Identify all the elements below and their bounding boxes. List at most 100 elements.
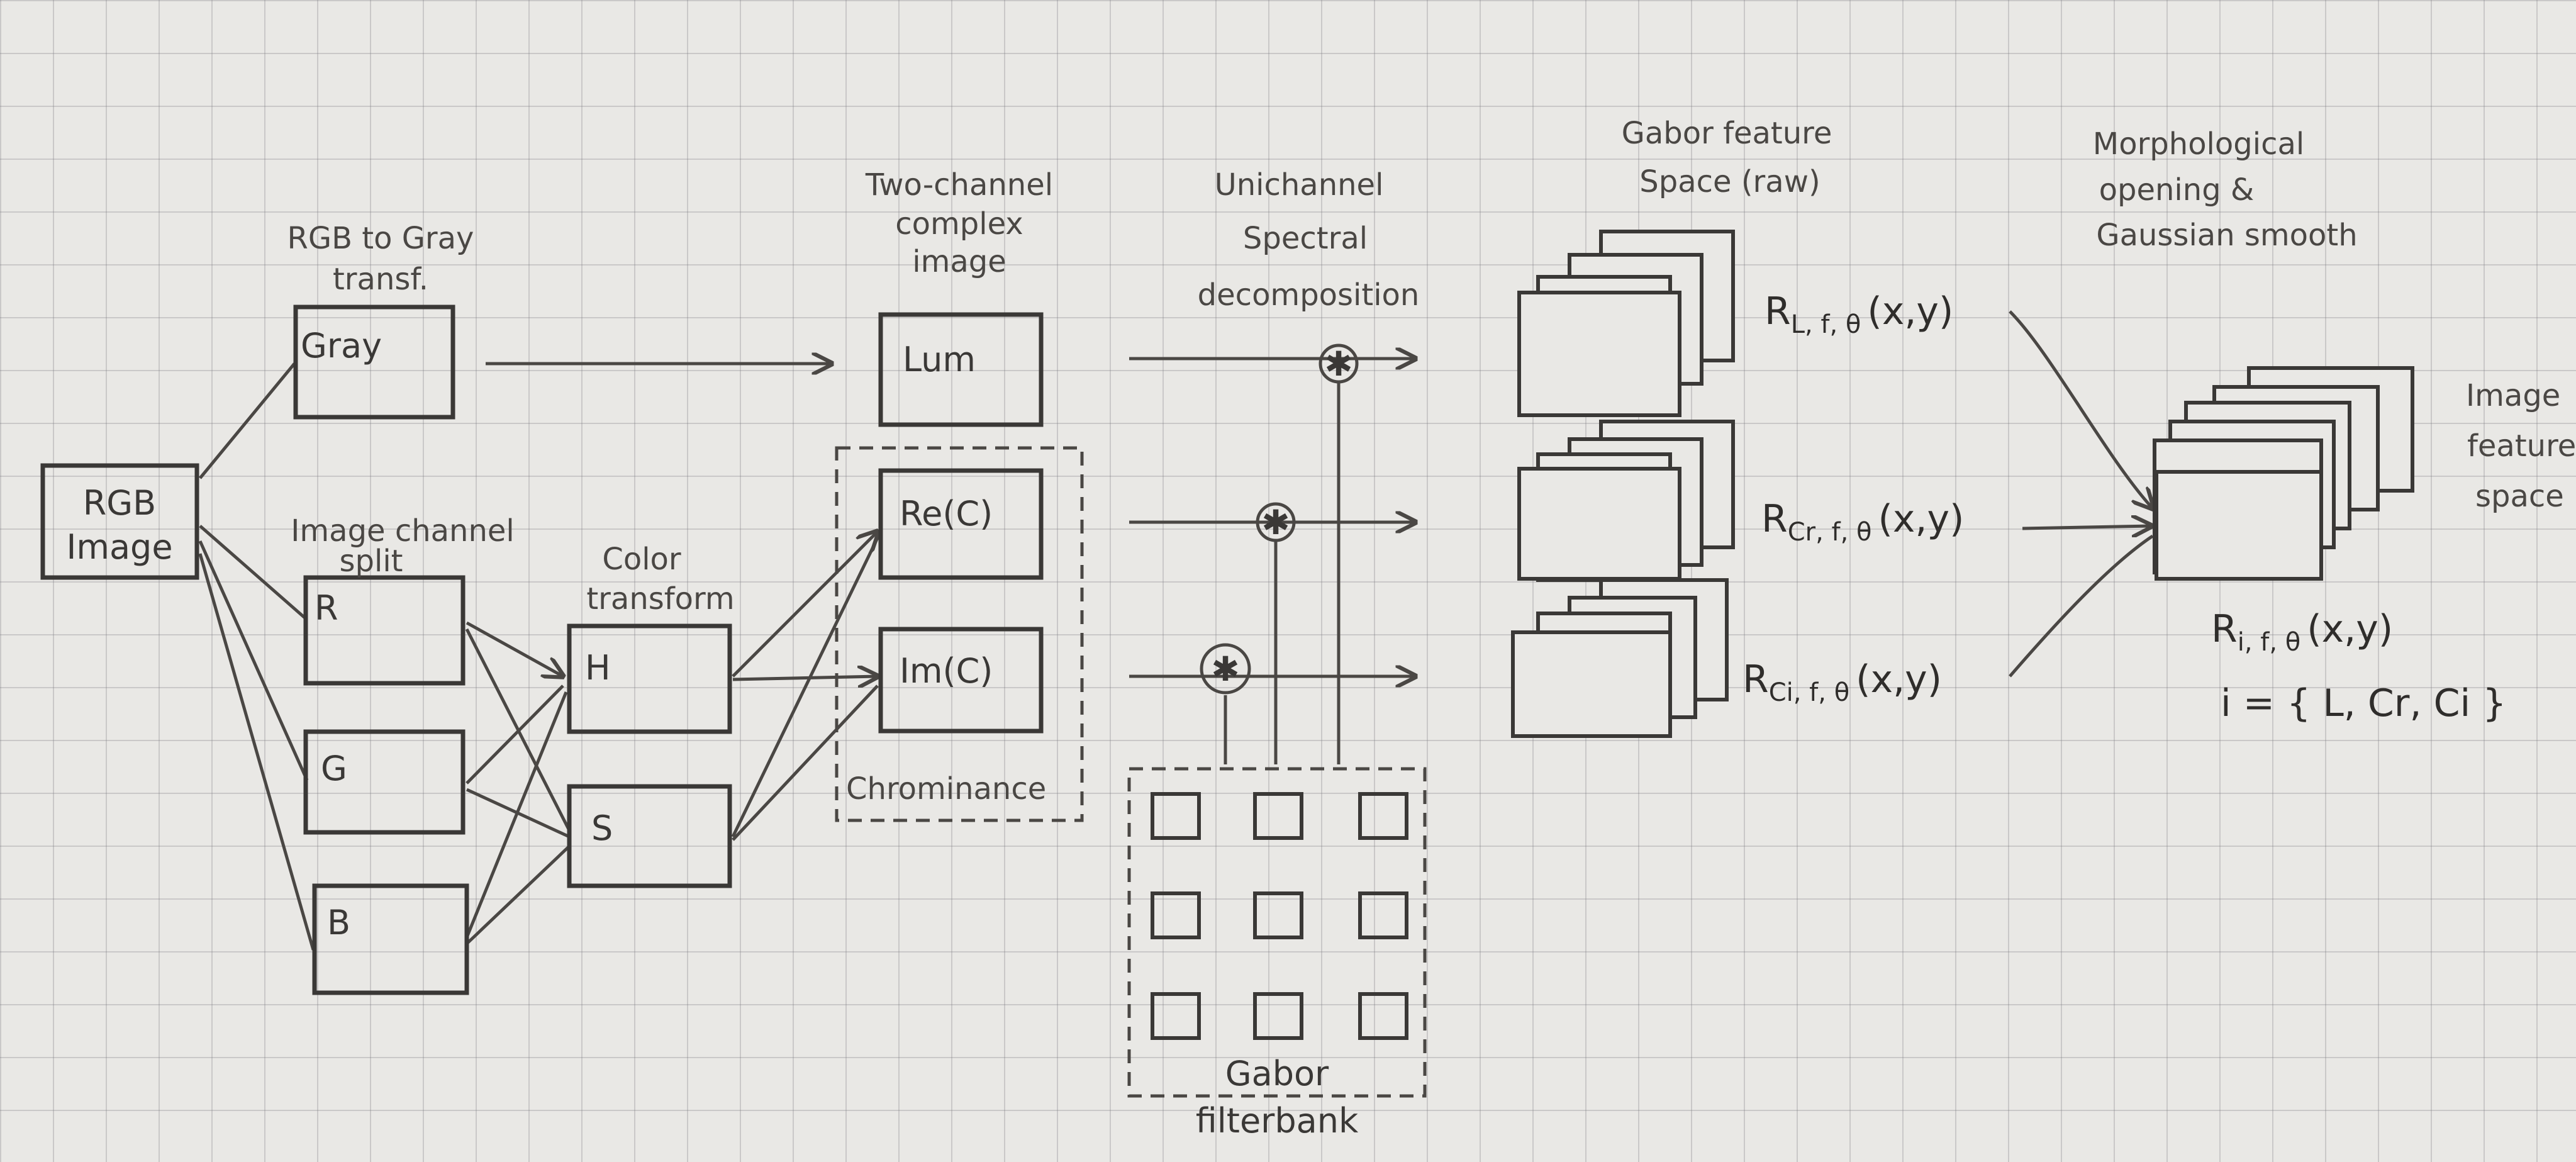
filter-3-3 xyxy=(1358,992,1408,1040)
response-lum-sub: L, f, θ xyxy=(1791,310,1861,339)
gray-label: Gray xyxy=(301,326,382,366)
s-box: S xyxy=(567,784,732,888)
conv-symbol-im: ✱ xyxy=(1211,649,1239,689)
two-channel-line2: complex xyxy=(895,206,1023,242)
filter-3-2 xyxy=(1253,992,1303,1040)
two-channel-line1: Two-channel xyxy=(865,167,1053,203)
response-cr-r: R xyxy=(1761,497,1788,541)
filterbank-grid xyxy=(1151,792,1408,1040)
filterbank-label-line2: filterbank xyxy=(1196,1101,1359,1141)
response-cr: RCr, f, θ(x,y) xyxy=(1761,497,1964,547)
edge-h-re xyxy=(732,532,878,678)
output-formula-sub: i, f, θ xyxy=(2238,628,2301,657)
morphological-line1: Morphological xyxy=(2093,126,2304,162)
output-formula-args: (x,y) xyxy=(2307,607,2393,651)
two-channel-line3: image xyxy=(912,244,1006,279)
r-box: R xyxy=(303,575,466,686)
output-set: i = { L, Cr, Ci } xyxy=(2221,681,2506,725)
response-ci-sub: Ci, f, θ xyxy=(1769,678,1849,707)
g-box: G xyxy=(303,729,466,835)
morphological-line2: opening & xyxy=(2099,172,2255,208)
rgb-to-gray-line1: RGB to Gray xyxy=(287,221,474,256)
edge-r-h xyxy=(466,621,563,676)
edge-rgb-r xyxy=(199,525,308,621)
output-formula-r: R xyxy=(2211,607,2238,651)
h-box: H xyxy=(567,623,732,734)
chrominance-group xyxy=(835,446,1084,822)
filter-1-2 xyxy=(1253,792,1303,840)
edge-rgb-g xyxy=(198,540,309,781)
response-ci-r: R xyxy=(1742,657,1769,701)
unichannel-line1: Unichannel xyxy=(1215,167,1384,203)
conv-node-lum xyxy=(1319,344,1359,384)
s-label: S xyxy=(591,808,613,848)
channel-split-line1: Image channel xyxy=(291,513,515,549)
feature-stack-cr xyxy=(1517,420,1735,582)
edge-rl-out xyxy=(2009,310,2153,508)
edge-rgb-gray xyxy=(199,362,296,479)
image-feature-stack xyxy=(2153,366,2414,581)
edge-h-im xyxy=(732,676,878,679)
edge-g-h xyxy=(466,684,564,785)
image-feature-line1: Image xyxy=(2466,378,2560,413)
output-formula: Ri, f, θ(x,y) xyxy=(2211,607,2393,657)
image-feature-line3: space xyxy=(2475,479,2564,514)
im-c-label: Im(C) xyxy=(900,651,993,691)
lum-label: Lum xyxy=(903,340,976,379)
edge-rci-out xyxy=(2009,534,2154,678)
rgb-to-gray-line2: transf. xyxy=(333,262,428,297)
gabor-feature-line2: Space (raw) xyxy=(1639,164,1820,199)
edge-b-s xyxy=(466,845,571,945)
edge-b-h xyxy=(465,691,568,938)
color-transform-line1: Color xyxy=(602,542,681,577)
h-label: H xyxy=(585,648,611,688)
rgb-label-line2: Image xyxy=(66,527,172,567)
filter-3-1 xyxy=(1151,992,1201,1040)
response-cr-sub: Cr, f, θ xyxy=(1788,518,1872,547)
rgb-image-box: RGB Image xyxy=(40,463,199,580)
response-lum-r: R xyxy=(1765,289,1791,333)
rgb-label-line1: RGB xyxy=(83,483,156,523)
re-c-label: Re(C) xyxy=(900,494,993,534)
filter-1-1 xyxy=(1151,792,1201,840)
response-ci-args: (x,y) xyxy=(1856,657,1942,701)
response-ci: RCi, f, θ(x,y) xyxy=(1742,657,1942,707)
image-feature-line2: feature xyxy=(2467,428,2576,464)
gray-box: Gray xyxy=(293,304,455,420)
unichannel-line2: Spectral xyxy=(1243,221,1368,256)
unichannel-line3: decomposition xyxy=(1198,277,1420,313)
r-label: R xyxy=(315,588,338,628)
lum-box: Lum xyxy=(878,312,1044,427)
chrominance-label: Chrominance xyxy=(846,771,1046,807)
conv-node-im xyxy=(1200,643,1251,695)
response-cr-args: (x,y) xyxy=(1878,497,1965,541)
filter-1-3 xyxy=(1358,792,1408,840)
g-label: G xyxy=(321,749,347,788)
b-box: B xyxy=(312,883,469,995)
response-lum: RL, f, θ(x,y) xyxy=(1765,289,1953,339)
filterbank-label-line1: Gabor xyxy=(1225,1054,1329,1093)
filter-2-2 xyxy=(1253,891,1303,939)
filterbank-group xyxy=(1127,767,1427,1098)
convolution-nodes: ✱ ✱ ✱ xyxy=(1200,344,1359,695)
conv-symbol-re: ✱ xyxy=(1261,503,1290,542)
edge-rcr-out xyxy=(2022,526,2151,528)
re-c-box: Re(C) xyxy=(878,468,1044,580)
feature-stack-ci xyxy=(1511,578,1729,738)
filter-2-1 xyxy=(1151,891,1201,939)
b-label: B xyxy=(327,903,350,942)
conv-symbol-lum: ✱ xyxy=(1324,344,1352,384)
connectors xyxy=(198,310,2154,951)
gabor-feature-line1: Gabor feature xyxy=(1622,116,1832,151)
edge-s-re xyxy=(731,537,879,838)
edge-rgb-b xyxy=(198,553,315,951)
edge-s-im xyxy=(732,684,879,841)
im-c-box: Im(C) xyxy=(878,627,1044,734)
feature-stack-lum xyxy=(1517,230,1735,417)
color-transform-line2: transform xyxy=(586,581,734,617)
filter-2-3 xyxy=(1358,891,1408,939)
channel-split-line2: split xyxy=(340,544,403,579)
response-lum-args: (x,y) xyxy=(1867,289,1953,333)
morphological-line3: Gaussian smooth xyxy=(2096,218,2357,253)
